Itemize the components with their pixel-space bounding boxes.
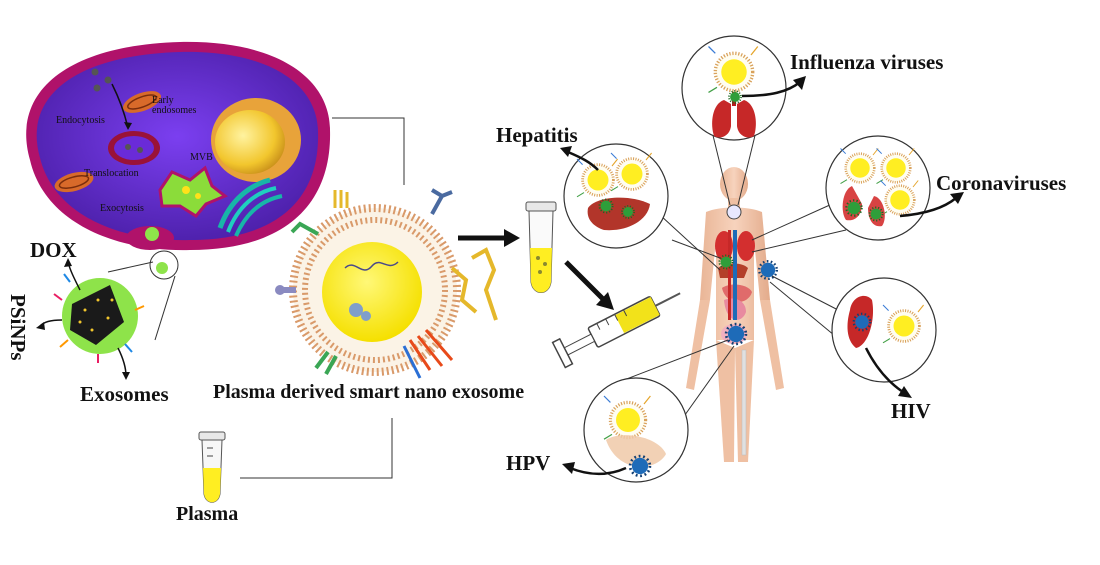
hepatitis-circle (560, 143, 669, 249)
mvb-label: MVB (190, 152, 213, 163)
exosome-icon (275, 188, 498, 379)
human-body-icon (686, 167, 784, 462)
translocation-label: Translocation (84, 168, 139, 179)
nucleus (215, 110, 285, 174)
syringe-icon (551, 292, 681, 369)
psinps-label: PSiNPs (6, 294, 30, 361)
cell-icon (26, 41, 331, 251)
psinp-icon (53, 273, 145, 363)
tube-icon (525, 201, 557, 293)
released-exosome (156, 262, 168, 274)
early-endosomes-label: Early endosomes (152, 95, 197, 116)
tube-icon (198, 431, 226, 503)
influenza-label: Influenza viruses (790, 50, 944, 74)
coronaviruses-circle (825, 135, 964, 241)
hepatitis-label: Hepatitis (496, 123, 578, 147)
endocytosis-label: Endocytosis (56, 115, 105, 126)
hiv-circle (831, 277, 937, 398)
plasma-label: Plasma (176, 503, 239, 525)
influenza-circle (681, 35, 806, 141)
hpv-label: HPV (506, 451, 551, 475)
hpv-circle (562, 377, 689, 483)
coronaviruses-label: Coronaviruses (936, 171, 1067, 195)
exosomes-label: Exosomes (80, 382, 169, 406)
hiv-label: HIV (891, 399, 931, 423)
lungs-icon (712, 92, 756, 138)
dox-label: DOX (30, 238, 77, 262)
exocytosis-label: Exocytosis (100, 203, 144, 214)
plasma-derived-label: Plasma derived smart nano exosome (213, 381, 525, 403)
released-exosome-ring (149, 250, 179, 280)
